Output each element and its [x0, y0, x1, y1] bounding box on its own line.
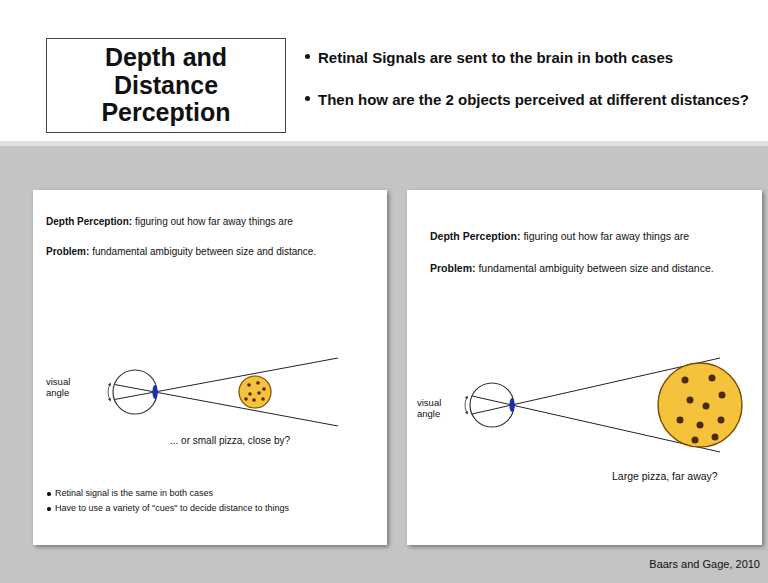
question-caption: ... or small pizza, close by? [170, 435, 370, 448]
eye-lens [509, 398, 514, 412]
eye-diagram [108, 358, 338, 426]
slide-text: figuring out how far away things are [523, 230, 689, 242]
bold-term: Depth Perception: [46, 216, 132, 227]
slide-ground [407, 190, 762, 545]
pizza-large [658, 363, 742, 447]
slide-panel: Depth Perception:figuring out how far aw… [33, 190, 387, 545]
eye-lens [152, 385, 157, 399]
slide-text: figuring out how far away things are [135, 216, 293, 227]
sight-line [115, 385, 338, 426]
question-caption: Large pizza, far away? [612, 470, 752, 483]
angle-label: visual angle [46, 376, 80, 399]
band-edge [0, 141, 768, 146]
pizza-toppings [244, 381, 266, 402]
slide-ground [33, 190, 387, 545]
sight-line [115, 358, 338, 399]
slide-text: visual angle [46, 376, 70, 398]
slide-text: Have to use a variety of "cues" to decid… [55, 503, 289, 513]
slide-text: Large pizza, far away? [612, 470, 718, 482]
slide-text: visual angle [417, 397, 441, 419]
grey-band [0, 146, 768, 583]
bold-term: Problem: [46, 246, 89, 257]
bullet-question: Then how are the 2 objects perceived at … [303, 90, 761, 110]
angle-arrow [465, 397, 467, 413]
heading-line: Depth Perception:figuring out how far aw… [430, 230, 755, 243]
problem-line: Problem:fundamental ambiguity between si… [46, 246, 376, 259]
angle-arrow [108, 384, 110, 400]
bullet-question: Retinal Signals are sent to the brain in… [303, 48, 761, 68]
title-box: Depth and Distance Perception [46, 38, 286, 133]
slide-panel: Depth Perception:figuring out how far aw… [407, 190, 762, 545]
title-text: Depth and Distance Perception [91, 44, 241, 127]
bold-term: Problem: [430, 262, 476, 274]
heading-line: Depth Perception:figuring out how far aw… [46, 216, 376, 229]
angle-label: visual angle [417, 397, 453, 420]
slide-text: fundamental ambiguity between size and d… [92, 246, 316, 257]
pizza-toppings [677, 375, 726, 444]
slide-text: Retinal signal is the same in both cases [55, 488, 213, 498]
slide-text: Depth and Distance Perception [101, 43, 230, 126]
slide-text: ... or small pizza, close by? [170, 435, 290, 446]
eyeball [113, 370, 157, 414]
slide-text: fundamental ambiguity between size and d… [478, 262, 713, 274]
bold-term: Depth Perception: [430, 230, 520, 242]
eye-diagram [465, 358, 742, 452]
source-credit: Baars and Gage, 2010 [649, 557, 760, 571]
problem-line: Problem:fundamental ambiguity between si… [430, 262, 755, 275]
eyeball [470, 383, 514, 427]
bullet-point: Retinal signal is the same in both cases [46, 488, 376, 499]
bullet-point: Have to use a variety of "cues" to decid… [46, 503, 376, 514]
pizza-small [239, 376, 271, 408]
